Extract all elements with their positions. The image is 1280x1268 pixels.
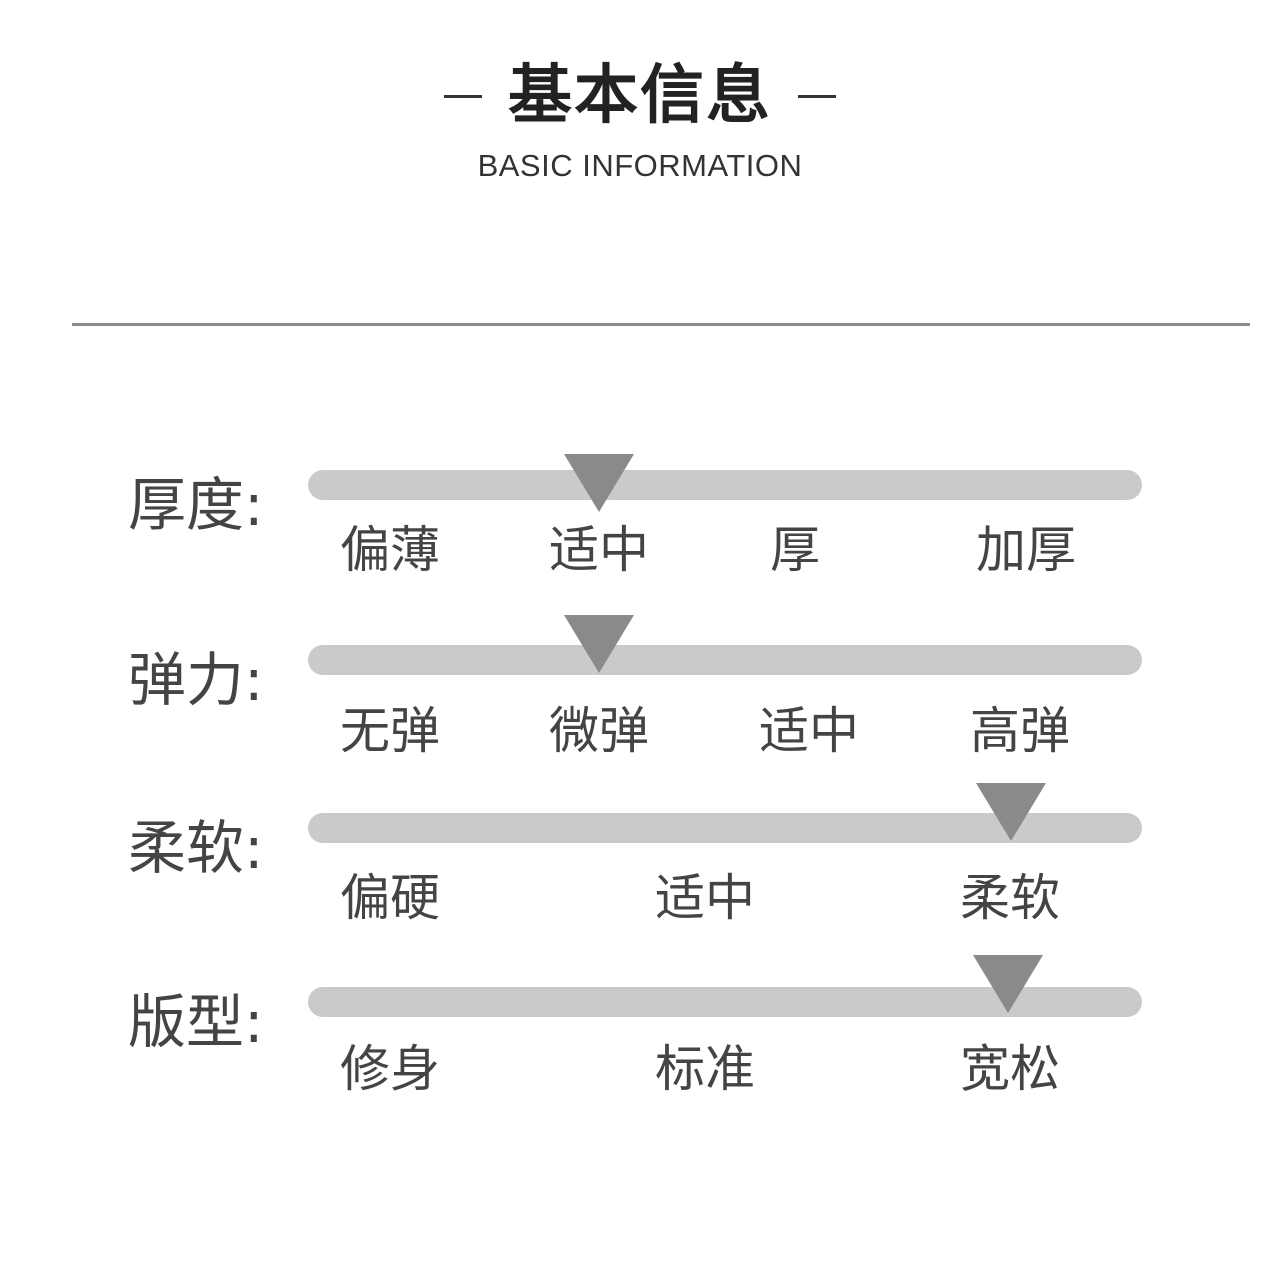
selected-marker-icon (976, 783, 1046, 841)
option-label: 适中 (759, 702, 859, 760)
row-label: 厚度: (128, 471, 264, 539)
scale-bar (308, 470, 1142, 500)
title-right-dash (798, 94, 836, 98)
rating-row-thickness: 厚度: 偏薄 适中 厚 加厚 (0, 454, 1280, 610)
option-label: 高弹 (970, 702, 1070, 760)
rating-row-elasticity: 弹力: 无弹 微弹 适中 高弹 (0, 615, 1280, 785)
option-label: 厚 (770, 521, 820, 579)
selected-marker-icon (564, 615, 634, 673)
scale-bar (308, 645, 1142, 675)
option-label: 适中 (655, 869, 755, 927)
option-label: 偏薄 (340, 521, 440, 579)
title-row: 基本信息 (0, 56, 1280, 136)
option-label: 无弹 (340, 702, 440, 760)
selected-marker-icon (973, 955, 1043, 1013)
rating-row-softness: 柔软: 偏硬 适中 柔软 (0, 783, 1280, 953)
row-label: 弹力: (128, 646, 264, 714)
option-label: 适中 (549, 521, 649, 579)
option-label: 偏硬 (340, 869, 440, 927)
header: 基本信息 BASIC INFORMATION (0, 0, 1280, 200)
row-label: 版型: (128, 988, 264, 1056)
option-label: 柔软 (960, 869, 1060, 927)
rating-row-fit: 版型: 修身 标准 宽松 (0, 955, 1280, 1127)
title-left-dash (444, 94, 482, 98)
page-subtitle: BASIC INFORMATION (477, 148, 803, 183)
header-divider (72, 323, 1250, 326)
row-label: 柔软: (128, 814, 264, 882)
selected-marker-icon (564, 454, 634, 512)
option-label: 宽松 (960, 1040, 1060, 1098)
option-label: 标准 (655, 1040, 755, 1098)
option-label: 加厚 (976, 521, 1076, 579)
page-title: 基本信息 (508, 58, 772, 133)
option-label: 修身 (340, 1040, 440, 1098)
option-label: 微弹 (549, 702, 649, 760)
